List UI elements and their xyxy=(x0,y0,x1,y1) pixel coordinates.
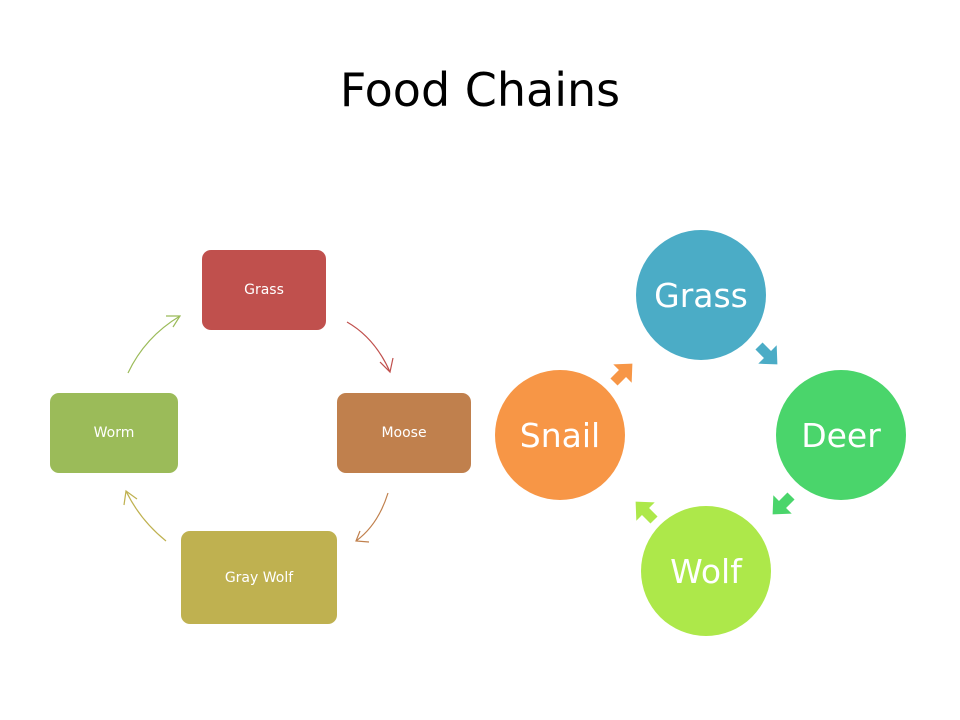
arrow-moose-to-wolf-head xyxy=(355,530,370,543)
arrow-moose-to-wolf xyxy=(355,492,389,542)
left-node-moose: Moose xyxy=(337,393,471,473)
right-node-wolf: Wolf xyxy=(641,506,771,636)
right-node-grass: Grass xyxy=(636,230,766,360)
arrow-wolf-to-snail xyxy=(635,501,658,524)
arrow-worm-to-grass xyxy=(127,315,181,374)
arrow-grass-to-deer xyxy=(755,342,778,365)
right-node-deer: Deer xyxy=(776,370,906,500)
right-node-snail: Snail xyxy=(495,370,625,500)
arrow-snail-to-grass xyxy=(610,363,633,386)
arrow-wolf-to-worm-head xyxy=(123,489,138,506)
left-node-grass: Grass xyxy=(202,250,326,330)
arrow-worm-to-grass-head xyxy=(166,315,182,328)
arrow-wolf-to-worm xyxy=(125,490,167,542)
arrow-grass-to-moose xyxy=(346,321,391,373)
right-cycle-arrows xyxy=(610,342,795,524)
arrow-deer-to-wolf xyxy=(772,492,795,515)
left-node-gray-wolf: Gray Wolf xyxy=(181,531,337,624)
slide-title: Food Chains xyxy=(339,63,621,117)
arrow-grass-to-moose-head xyxy=(379,357,394,374)
left-node-worm: Worm xyxy=(50,393,178,473)
